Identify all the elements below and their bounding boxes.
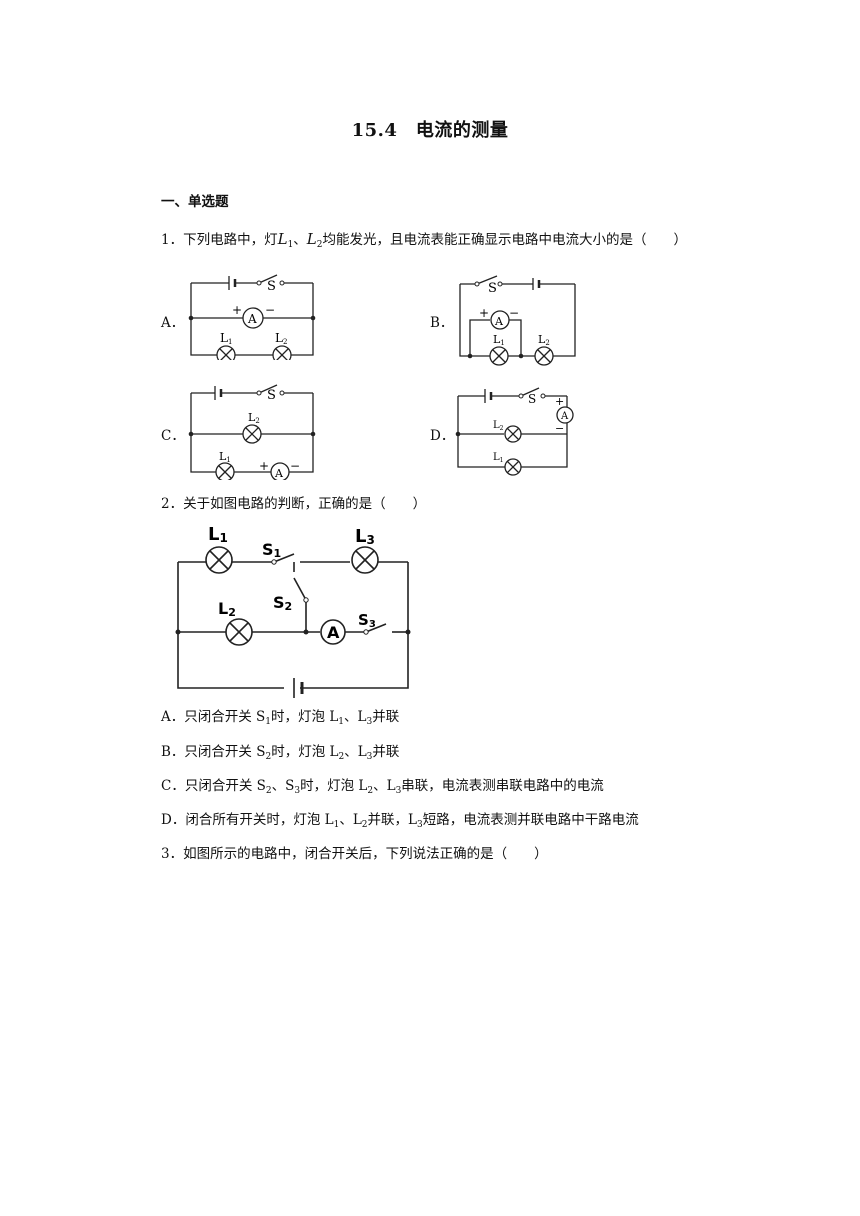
q2-option-d[interactable]: D．闭合所有开关时，灯泡 L1、L2并联，L3短路，电流表测并联电路中干路电流 xyxy=(161,812,639,830)
switch-label: S xyxy=(528,392,536,406)
subscript: 2 xyxy=(316,240,323,250)
separator: 、 xyxy=(293,232,307,248)
ammeter-minus: − xyxy=(290,459,300,473)
q2-option-c[interactable]: C．只闭合开关 S2、S3时，灯泡 L2、L3串联，电流表测串联电路中的电流 xyxy=(161,778,604,796)
switch-label: S xyxy=(267,279,276,294)
option-c-label[interactable]: C． xyxy=(161,428,185,444)
ammeter-label: A xyxy=(560,411,569,422)
switch-label-s1: S1 xyxy=(262,540,281,560)
circuit-diagram-a: S A + − L1 L2 xyxy=(188,274,316,360)
ammeter-label: A xyxy=(327,623,340,642)
ammeter-minus: − xyxy=(555,422,564,435)
switch-label-s2: S2 xyxy=(273,593,292,613)
circuit-diagram-d: S A + − L2 L1 xyxy=(455,387,574,476)
switch-label: S xyxy=(267,388,276,403)
question-number: 1． xyxy=(161,232,184,248)
question-1-stem: 1．下列电路中，灯L1、L2均能发光，且电流表能正确显示电路中电流大小的是（ ） xyxy=(161,229,687,250)
q2-option-b[interactable]: B．只闭合开关 S2时，灯泡 L2、L3并联 xyxy=(161,744,400,762)
lamp-label: L1 xyxy=(493,452,503,464)
ammeter-minus: − xyxy=(265,303,275,317)
q2-option-a[interactable]: A．只闭合开关 S1时，灯泡 L1、L3并联 xyxy=(161,709,400,727)
lamp-label: L2 xyxy=(538,333,550,347)
lamp-label-l2: L2 xyxy=(218,599,236,619)
ammeter-plus: + xyxy=(232,303,242,317)
question-2-stem: 2．关于如图电路的判断，正确的是（ ） xyxy=(161,496,427,512)
page-title: 15.4 电流的测量 xyxy=(351,120,509,141)
ammeter-plus: + xyxy=(555,395,564,408)
lamp-label: L2 xyxy=(493,420,504,432)
ammeter-label: A xyxy=(494,315,504,328)
lamp-label-l3: L3 xyxy=(355,526,375,547)
question-3-stem: 3．如图所示的电路中，闭合开关后，下列说法正确的是（ ） xyxy=(161,846,548,862)
lamp-label-l1: L1 xyxy=(208,524,228,545)
stem-text: 均能发光，且电流表能正确显示电路中电流大小的是（ ） xyxy=(322,232,688,248)
option-a-label[interactable]: A． xyxy=(161,315,185,331)
option-b-label[interactable]: B． xyxy=(430,315,454,331)
circuit-diagram-q2: L1 S1 L3 S2 L2 A S3 xyxy=(175,524,411,698)
lamp-label: L1 xyxy=(220,331,232,346)
lamp-label: L1 xyxy=(219,450,231,464)
lamp-symbol: L xyxy=(306,230,317,248)
subscript: 1 xyxy=(287,240,294,250)
stem-text: 下列电路中，灯 xyxy=(183,232,278,248)
lamp-symbol: L xyxy=(277,230,288,248)
circuit-diagram-b: S A + − L1 L2 xyxy=(459,275,576,366)
ammeter-minus: − xyxy=(509,306,519,320)
option-d-label[interactable]: D． xyxy=(430,428,455,444)
ammeter-label: A xyxy=(247,312,257,326)
lamp-label: L2 xyxy=(275,331,287,346)
lamp-label: L1 xyxy=(493,333,505,347)
switch-label-s3: S3 xyxy=(358,611,376,630)
ammeter-plus: + xyxy=(479,306,489,320)
section-heading: 一、单选题 xyxy=(161,194,229,210)
circuit-diagram-c: S L2 L1 A + − xyxy=(188,384,316,480)
lamp-label: L2 xyxy=(248,411,260,425)
ammeter-plus: + xyxy=(259,459,269,473)
ammeter-label: A xyxy=(274,467,284,480)
switch-label: S xyxy=(488,281,497,296)
